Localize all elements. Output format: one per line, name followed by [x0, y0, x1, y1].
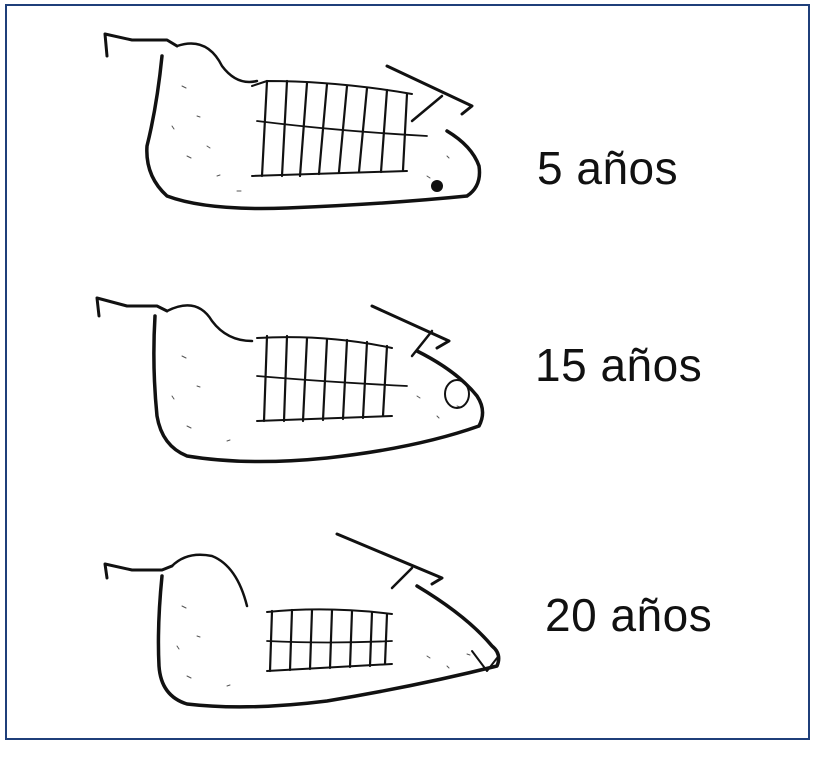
mandible-drawing-15-years [87, 276, 507, 476]
mandible-drawing-20-years [87, 526, 507, 726]
panel-15-years: 15 años [7, 276, 812, 516]
panel-5-years: 5 años [7, 26, 812, 266]
figure-frame: 5 años [5, 4, 810, 740]
age-label-20-years: 20 años [545, 588, 712, 642]
age-label-5-years: 5 años [537, 141, 678, 195]
panel-20-years: 20 años [7, 526, 812, 766]
age-label-15-years: 15 años [535, 338, 702, 392]
mandible-drawing-5-years [87, 26, 507, 226]
